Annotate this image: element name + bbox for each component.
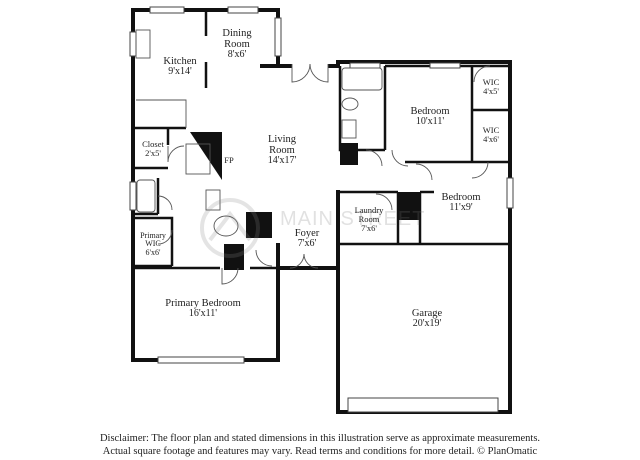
floor-plan: [129, 6, 514, 414]
disclaimer-line-2: Actual square footage and features may v…: [102, 446, 538, 457]
watermark-logo-icon: [200, 198, 260, 258]
fixtures: [135, 29, 383, 237]
windows: [129, 6, 514, 364]
fireplace-label: FP: [224, 155, 234, 165]
disclaimer: Disclaimer: The floor plan and stated di…: [0, 432, 640, 458]
garage-door: [347, 397, 499, 413]
watermark-text: MAIN STREET: [280, 208, 426, 230]
door-swings: [157, 63, 491, 285]
watermark: MAIN STREET: [196, 196, 456, 260]
disclaimer-line-1: Disclaimer: The floor plan and stated di…: [99, 433, 541, 444]
